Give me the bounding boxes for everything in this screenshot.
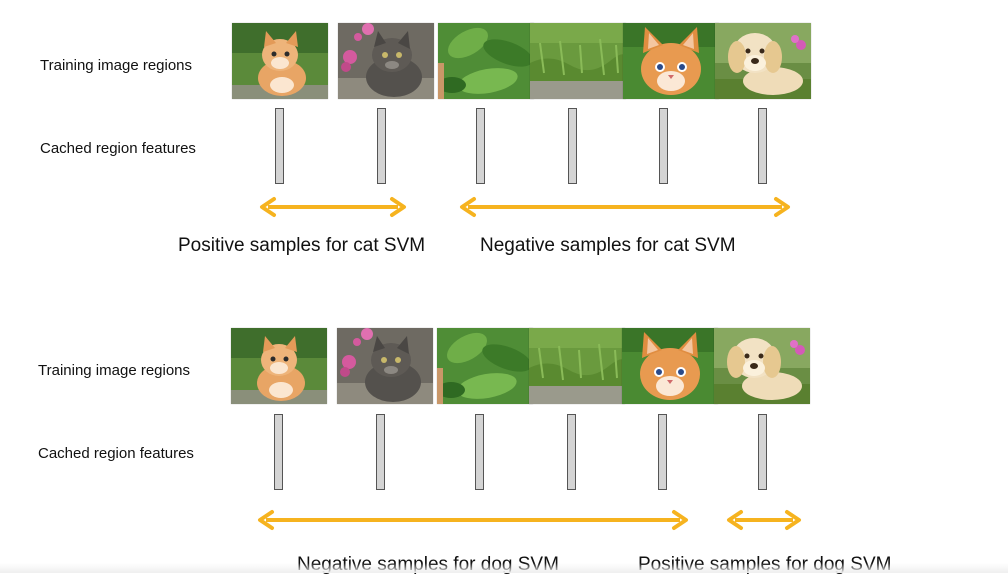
positive-cat-arrow-icon: [258, 197, 408, 217]
thumbnail-grass-patch: [529, 328, 625, 404]
thumbnail-kitten-face-orange: [622, 328, 718, 404]
feature-bar: [376, 414, 385, 490]
positive-samples-cat-caption: Positive samples for cat SVM: [178, 235, 426, 256]
feature-bar: [275, 108, 284, 184]
thumbnail-puppy-yellow-lab: [714, 328, 810, 404]
thumbnail-green-leaves: [438, 23, 534, 99]
feature-bar: [567, 414, 576, 490]
feature-bar: [476, 108, 485, 184]
feature-bar: [758, 414, 767, 490]
thumbnail-grass-patch: [530, 23, 626, 99]
thumbnail-kitten-orange: [231, 328, 327, 404]
thumbnail-green-leaves: [437, 328, 533, 404]
training-image-regions-label: Training image regions: [38, 362, 191, 379]
thumbnail-kitten-gray-with-flowers: [338, 23, 434, 99]
thumbnail-kitten-orange: [232, 23, 328, 99]
negative-cat-arrow-icon: [458, 197, 792, 217]
negative-dog-arrow-icon: [256, 510, 690, 530]
thumbnail-kitten-gray-with-flowers: [337, 328, 433, 404]
feature-bar: [274, 414, 283, 490]
cached-region-features-label: Cached region features: [40, 140, 196, 157]
thumbnail-puppy-yellow-lab: [715, 23, 811, 99]
training-image-regions-label: Training image regions: [40, 57, 193, 74]
feature-bar: [659, 108, 668, 184]
positive-dog-arrow-icon: [725, 510, 803, 530]
feature-bar: [475, 414, 484, 490]
thumbnail-kitten-face-orange: [623, 23, 719, 99]
feature-bar: [568, 108, 577, 184]
feature-bar: [377, 108, 386, 184]
feature-bar: [658, 414, 667, 490]
feature-bar: [758, 108, 767, 184]
negative-samples-cat-caption: Negative samples for cat SVM: [480, 235, 736, 256]
cached-region-features-label: Cached region features: [38, 445, 194, 462]
bottom-edge-shadow: [0, 563, 1008, 573]
